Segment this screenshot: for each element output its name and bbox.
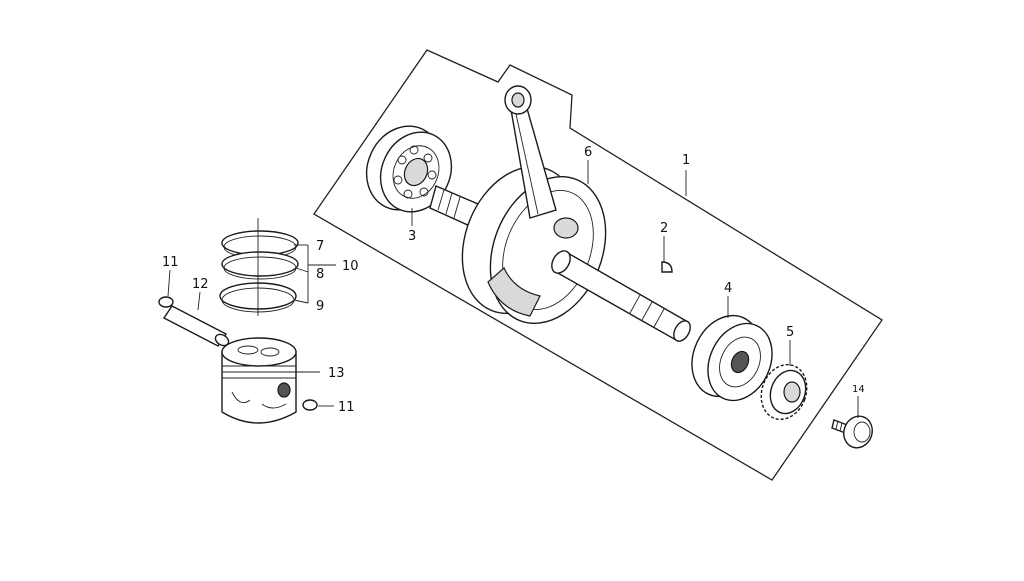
callout-2: 2 (660, 221, 668, 236)
right-bearing (691, 314, 773, 402)
piston (221, 337, 297, 424)
piston-rings (219, 218, 299, 316)
callout-6: 6 (584, 145, 592, 160)
piston-pin-clip-right (302, 399, 318, 411)
woodruff-key (661, 261, 673, 273)
drain-bolt (831, 415, 873, 449)
crankshaft-right-shaft (551, 250, 691, 342)
piston-pin (162, 305, 230, 347)
piston-pin-clip-left (158, 296, 174, 308)
callout-labels: 1 2 3 4 5 6 7 8 9 10 11 11 12 13 14 (162, 145, 865, 415)
callout-1: 1 (682, 153, 690, 168)
crankshaft-left-shaft (429, 185, 479, 227)
callout-3: 3 (408, 229, 416, 244)
callout-5: 5 (786, 325, 794, 340)
callout-9: 9 (316, 299, 324, 314)
callout-14: 14 (852, 384, 865, 395)
callout-7: 7 (316, 239, 324, 254)
connecting-rod (504, 85, 557, 219)
callout-4: 4 (724, 281, 732, 296)
timing-gear (760, 363, 808, 421)
callout-11-left: 11 (162, 255, 179, 270)
callout-13: 13 (328, 366, 345, 381)
crankshaft-assembly-outline (313, 49, 883, 481)
callout-8: 8 (316, 267, 324, 282)
callout-11-right: 11 (338, 400, 355, 415)
leader-lines (167, 160, 859, 418)
callout-12: 12 (192, 277, 209, 292)
callout-10: 10 (342, 259, 359, 274)
